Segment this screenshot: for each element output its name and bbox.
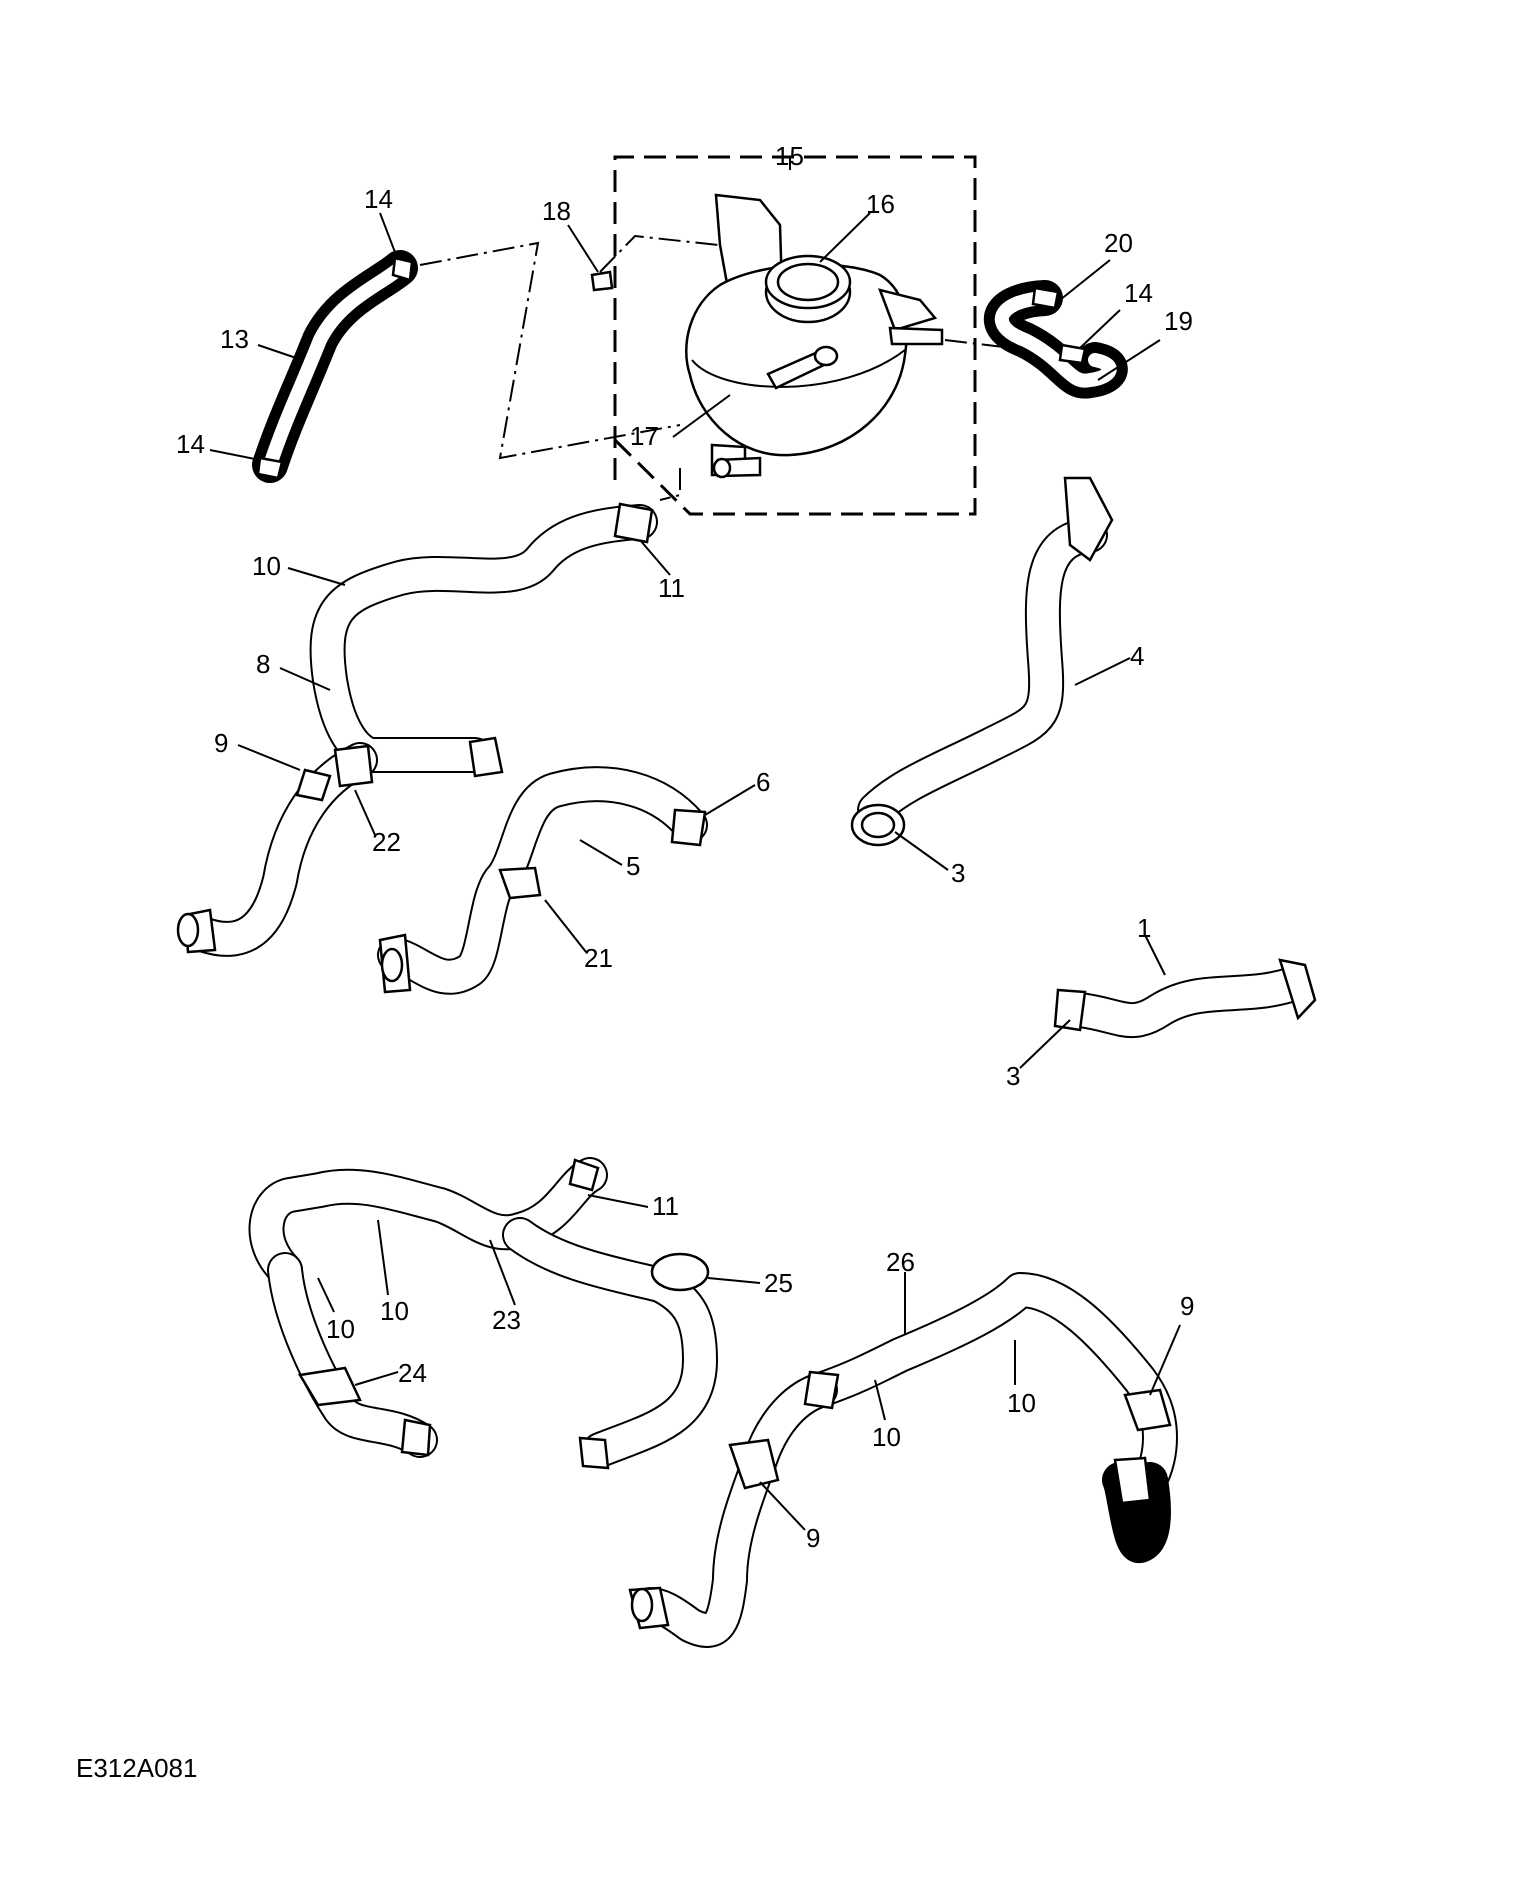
callout-13: 13 xyxy=(220,324,249,354)
hose-5 xyxy=(377,766,708,995)
callout-24: 24 xyxy=(398,1358,427,1388)
bleed-hose-13 xyxy=(252,250,418,483)
callout-3: 3 xyxy=(951,858,965,888)
callout-20: 20 xyxy=(1104,228,1133,258)
callout-10: 10 xyxy=(326,1314,355,1344)
callout-14: 14 xyxy=(176,429,205,459)
callout-9: 9 xyxy=(806,1523,820,1553)
tank-bolt xyxy=(590,270,614,292)
callout-labels: 15 16 14 18 20 14 19 13 14 17 10 11 8 4 … xyxy=(176,141,1194,1553)
hose-8 xyxy=(176,502,658,957)
leader-lines xyxy=(209,157,1181,1531)
callout-9: 9 xyxy=(1180,1291,1194,1321)
callout-23: 23 xyxy=(492,1305,521,1335)
callout-18: 18 xyxy=(542,196,571,226)
callout-14: 14 xyxy=(364,184,393,214)
expansion-tank xyxy=(685,193,944,479)
callout-10: 10 xyxy=(872,1422,901,1452)
level-sensor xyxy=(766,345,839,390)
callout-19: 19 xyxy=(1164,306,1193,336)
callout-10: 10 xyxy=(380,1296,409,1326)
diagram-code: E312A081 xyxy=(76,1753,197,1783)
callout-25: 25 xyxy=(764,1268,793,1298)
callout-4: 4 xyxy=(1130,641,1144,671)
callout-11: 11 xyxy=(652,1191,679,1221)
callout-14: 14 xyxy=(1124,278,1153,308)
callout-10: 10 xyxy=(252,551,281,581)
callout-26: 26 xyxy=(886,1247,915,1277)
hose-23 xyxy=(248,1157,718,1470)
expansion-tank-cap xyxy=(764,254,852,324)
callout-6: 6 xyxy=(756,767,770,797)
callout-5: 5 xyxy=(626,851,640,881)
callout-22: 22 xyxy=(372,827,401,857)
callout-1: 1 xyxy=(1137,913,1151,943)
callout-15: 15 xyxy=(775,141,804,171)
expansion-tank-assembly-boundary xyxy=(613,155,977,516)
hose-4 xyxy=(850,476,1114,847)
callout-16: 16 xyxy=(866,189,895,219)
callout-8: 8 xyxy=(256,649,270,679)
hose-26 xyxy=(628,1272,1178,1648)
callout-10: 10 xyxy=(1007,1388,1036,1418)
callout-17: 17 xyxy=(630,421,659,451)
hose-1 xyxy=(1053,958,1317,1039)
callout-3: 3 xyxy=(1006,1061,1020,1091)
callout-21: 21 xyxy=(584,943,613,973)
callout-9: 9 xyxy=(214,728,228,758)
callout-11: 11 xyxy=(658,573,685,603)
